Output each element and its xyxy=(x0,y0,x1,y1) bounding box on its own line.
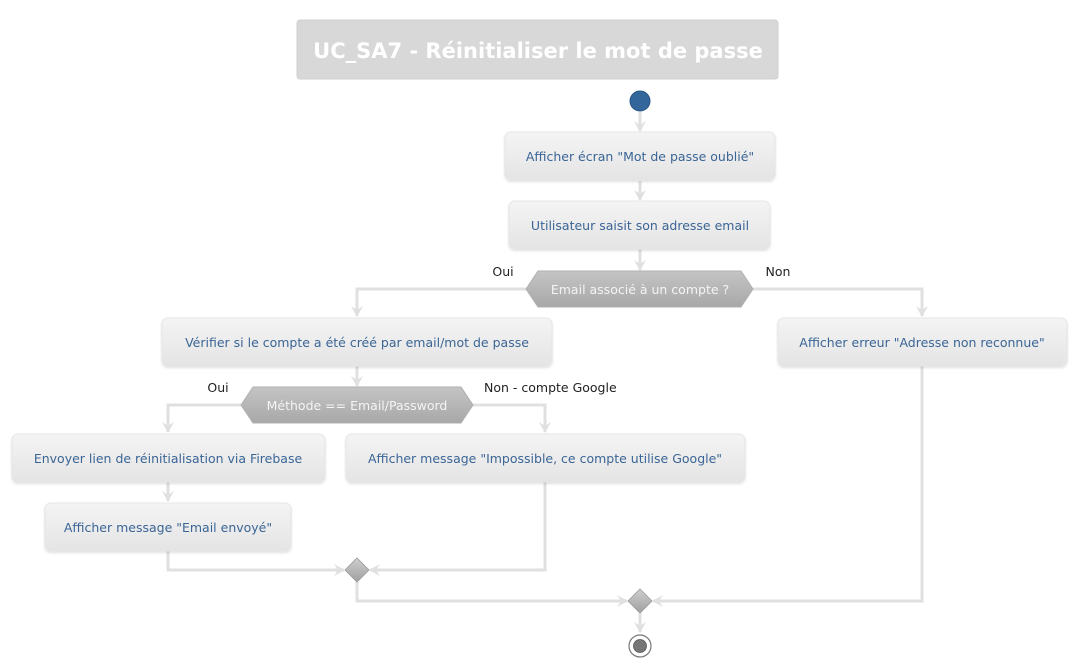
arrowhead xyxy=(634,121,646,132)
activity-label: Envoyer lien de réinitialisation via Fir… xyxy=(34,451,303,466)
activity-label: Afficher message "Email envoyé" xyxy=(64,520,272,535)
activity-show-forgot-screen: Afficher écran "Mot de passe oublié" xyxy=(504,131,776,181)
arrowhead xyxy=(369,564,380,576)
edge-google-msg-to-merge xyxy=(370,482,547,572)
activity-show-google-msg: Afficher message "Impossible, ce compte … xyxy=(345,433,746,483)
arrowhead xyxy=(634,622,646,633)
decision-label: Méthode == Email/Password xyxy=(267,398,448,413)
edge-error-to-final-merge xyxy=(653,366,924,603)
merge-node-final xyxy=(627,588,653,614)
activity-label: Afficher message "Impossible, ce compte … xyxy=(368,451,722,466)
edge-decision-yes xyxy=(355,287,526,316)
arrowheads xyxy=(162,121,928,633)
decision-label: Email associé à un compte ? xyxy=(551,282,729,297)
activity-show-email-sent: Afficher message "Email envoyé" xyxy=(44,502,292,552)
arrowhead xyxy=(617,595,628,607)
arrowhead xyxy=(916,306,928,317)
diagram-title: UC_SA7 - Réinitialiser le mot de passe xyxy=(296,19,779,80)
edge-method-yes xyxy=(166,403,241,432)
activity-label: Afficher erreur "Adresse non reconnue" xyxy=(799,335,1044,350)
edge-decision-no xyxy=(753,287,924,316)
activity-enter-email: Utilisateur saisit son adresse email xyxy=(508,200,771,250)
arrowhead xyxy=(351,376,363,387)
end-node xyxy=(628,634,652,658)
activity-send-link: Envoyer lien de réinitialisation via Fir… xyxy=(11,433,326,483)
arrowhead xyxy=(539,422,551,433)
arrowhead xyxy=(634,260,646,271)
arrowhead xyxy=(652,595,663,607)
arrowhead xyxy=(162,422,174,433)
edge-merge-to-final-merge xyxy=(355,582,627,603)
edges xyxy=(166,112,924,632)
branch-label-no: Non - compte Google xyxy=(484,380,617,395)
activity-label: Vérifier si le compte a été créé par ema… xyxy=(185,335,529,350)
merge-node-method xyxy=(344,557,370,583)
arrowhead xyxy=(351,306,363,317)
branch-label-yes: Oui xyxy=(207,380,228,395)
edge-method-no xyxy=(473,403,547,432)
arrowhead xyxy=(634,190,646,201)
branch-label-no: Non xyxy=(766,264,791,279)
activity-verify-account: Vérifier si le compte a été créé par ema… xyxy=(161,317,553,367)
branch-label-yes: Oui xyxy=(492,264,513,279)
edge-email-sent-to-merge xyxy=(166,551,344,572)
activity-error-unknown: Afficher erreur "Adresse non reconnue" xyxy=(777,317,1068,367)
title-text: UC_SA7 - Réinitialiser le mot de passe xyxy=(313,39,763,63)
arrowhead xyxy=(334,564,345,576)
activity-label: Afficher écran "Mot de passe oublié" xyxy=(526,149,754,164)
activity-label: Utilisateur saisit son adresse email xyxy=(531,218,749,233)
title-box xyxy=(296,19,779,80)
start-node xyxy=(629,90,651,112)
decision-method: Méthode == Email/Password Oui Non - comp… xyxy=(207,380,617,424)
arrowhead xyxy=(162,491,174,502)
decision-email-linked: Email associé à un compte ? Oui Non xyxy=(492,264,791,308)
